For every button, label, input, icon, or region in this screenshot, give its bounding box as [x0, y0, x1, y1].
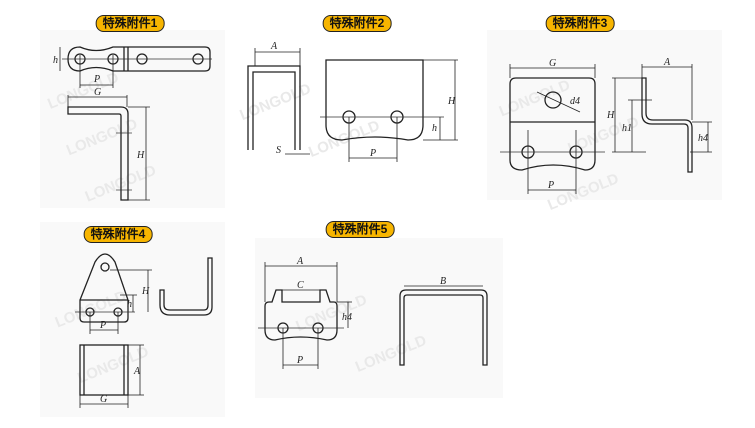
dim-A: A [133, 366, 141, 377]
part4-plate-view: H h P [75, 253, 152, 334]
dim-P: P [99, 320, 106, 331]
part3-title-badge: 特殊附件3 [545, 15, 615, 32]
dim-P: P [547, 180, 554, 191]
dim-A: A [296, 256, 304, 267]
dim-G: G [100, 394, 107, 405]
part1-top-view: h P [53, 46, 212, 88]
dim-h: h [432, 123, 437, 134]
part2-plate-view: H h P [320, 59, 458, 162]
dim-h: h [127, 299, 132, 310]
dim-C: C [297, 280, 304, 291]
dim-P: P [369, 148, 376, 159]
part4-side-view [159, 257, 213, 316]
part4-bottom-view: A G [79, 344, 144, 408]
part3-plate-view: G d4 P [500, 58, 605, 194]
dim-B: B [440, 276, 446, 287]
dim-H: H [136, 150, 145, 161]
dim-H: H [447, 96, 456, 107]
part1-side-view: G H [67, 87, 150, 201]
part1-title-badge: 特殊附件1 [95, 15, 165, 32]
part3-side-view: H h1 A h4 [606, 57, 712, 173]
part5-side-view: B [399, 276, 488, 366]
part4-title-badge: 特殊附件4 [83, 226, 153, 243]
part5-title-badge: 特殊附件5 [325, 221, 395, 238]
dim-A: A [663, 57, 671, 68]
dim-d4: d4 [570, 96, 580, 107]
part5-plate-view: A C h4 P [258, 256, 352, 369]
svg-text:LONGOLD: LONGOLD [237, 80, 313, 124]
dim-h4: h4 [342, 312, 352, 323]
part2-title-badge: 特殊附件2 [322, 15, 392, 32]
dim-H: H [141, 286, 150, 297]
dim-P: P [296, 355, 303, 366]
dim-h1: h1 [622, 123, 632, 134]
dim-S: S [276, 145, 281, 156]
dim-h: h [53, 55, 58, 66]
part2-front-view: A S [247, 41, 310, 156]
dim-P: P [93, 74, 100, 85]
dim-A: A [270, 41, 278, 52]
dim-h4: h4 [698, 133, 708, 144]
dim-G: G [549, 58, 556, 69]
dim-G: G [94, 87, 101, 98]
dim-H: H [606, 110, 615, 121]
